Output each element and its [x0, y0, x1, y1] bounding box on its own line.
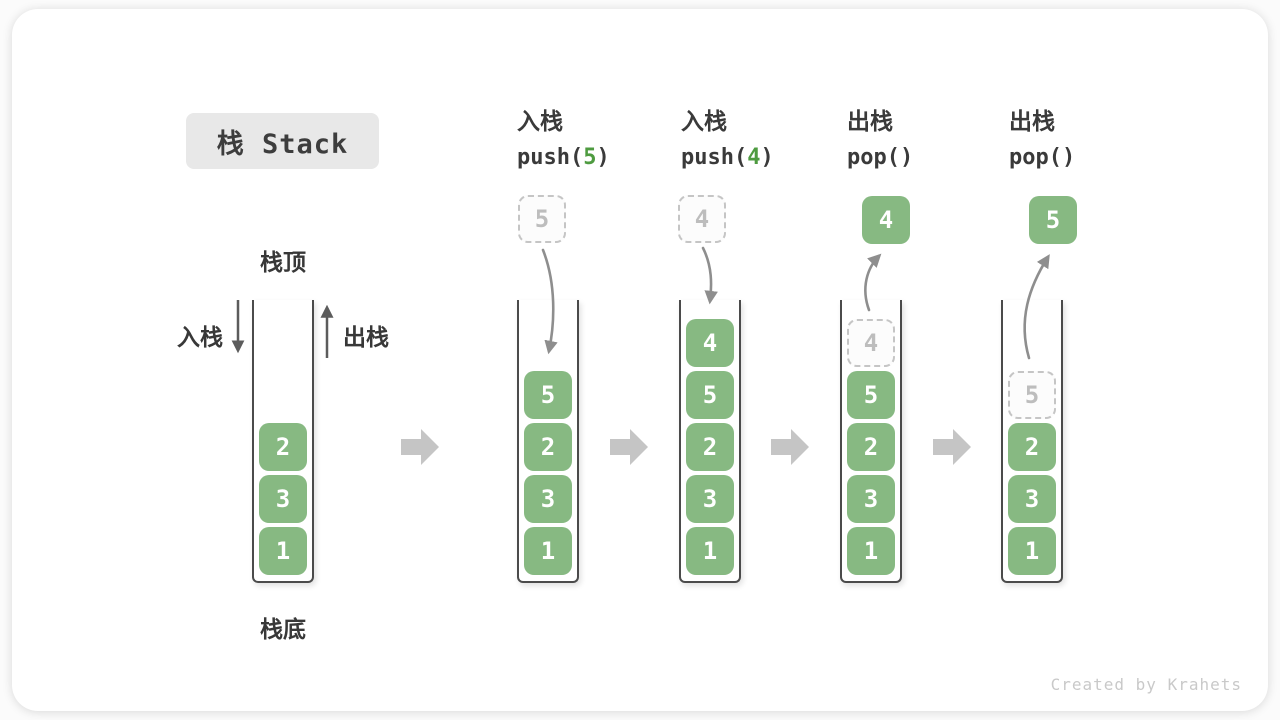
stack-cell: 4 [686, 319, 734, 367]
floating-popped-value-4: 4 [862, 196, 910, 244]
header-pop-4: 出栈 pop() [847, 106, 913, 176]
diagram-title-text: 栈 Stack [216, 128, 349, 160]
watermark: Created by Krahets [1050, 675, 1242, 694]
header-push-4-code: push(4) [681, 139, 774, 176]
stack-cell: 1 [847, 527, 895, 575]
code-post: ) [899, 145, 914, 170]
stack-cell: 3 [686, 475, 734, 523]
code-post: ) [1061, 145, 1076, 170]
code-pre: push( [517, 145, 584, 170]
code-value: 5 [583, 145, 597, 170]
stack-cell: 3 [259, 475, 307, 523]
stack-cell: 2 [1008, 423, 1056, 471]
stack-cell: 1 [686, 527, 734, 575]
floating-push-value-4: 4 [678, 195, 726, 243]
stack-cell: 2 [686, 423, 734, 471]
stack-cell-ghost: 5 [1008, 371, 1056, 419]
header-pop-4-cn: 出栈 [847, 109, 893, 135]
header-push-4-cn: 入栈 [681, 109, 727, 135]
stack-cell: 5 [524, 371, 572, 419]
stack-cell: 3 [1008, 475, 1056, 523]
code-pre: push( [681, 145, 748, 170]
header-push-5: 入栈 push(5) [517, 106, 610, 176]
stack-cell: 2 [524, 423, 572, 471]
header-pop-5-cn: 出栈 [1009, 109, 1055, 135]
header-pop-4-code: pop() [847, 139, 913, 176]
stack-cell: 2 [847, 423, 895, 471]
stack-cell: 2 [259, 423, 307, 471]
header-pop-5: 出栈 pop() [1009, 106, 1075, 176]
stack-cell: 1 [259, 527, 307, 575]
stack-cell: 3 [524, 475, 572, 523]
code-pre: pop( [1009, 145, 1062, 170]
header-push-5-code: push(5) [517, 139, 610, 176]
stack-cell: 3 [847, 475, 895, 523]
stack-top-label: 栈顶 [260, 250, 306, 276]
diagram-title: 栈 Stack [186, 113, 379, 169]
code-post: ) [596, 145, 610, 170]
stack-cell-ghost: 4 [847, 319, 895, 367]
stack-cell: 5 [847, 371, 895, 419]
code-pre: pop( [847, 145, 900, 170]
floating-popped-value-5: 5 [1029, 196, 1077, 244]
stack-cell: 5 [686, 371, 734, 419]
header-push-4: 入栈 push(4) [681, 106, 774, 176]
push-side-label: 入栈 [177, 325, 223, 351]
code-post: ) [760, 145, 774, 170]
pop-side-label: 出栈 [343, 325, 389, 351]
stack-bottom-label: 栈底 [260, 617, 306, 643]
header-push-5-cn: 入栈 [517, 109, 563, 135]
floating-push-value-5: 5 [518, 195, 566, 243]
stack-cell: 1 [524, 527, 572, 575]
stack-cell: 1 [1008, 527, 1056, 575]
header-pop-5-code: pop() [1009, 139, 1075, 176]
code-value: 4 [747, 145, 761, 170]
